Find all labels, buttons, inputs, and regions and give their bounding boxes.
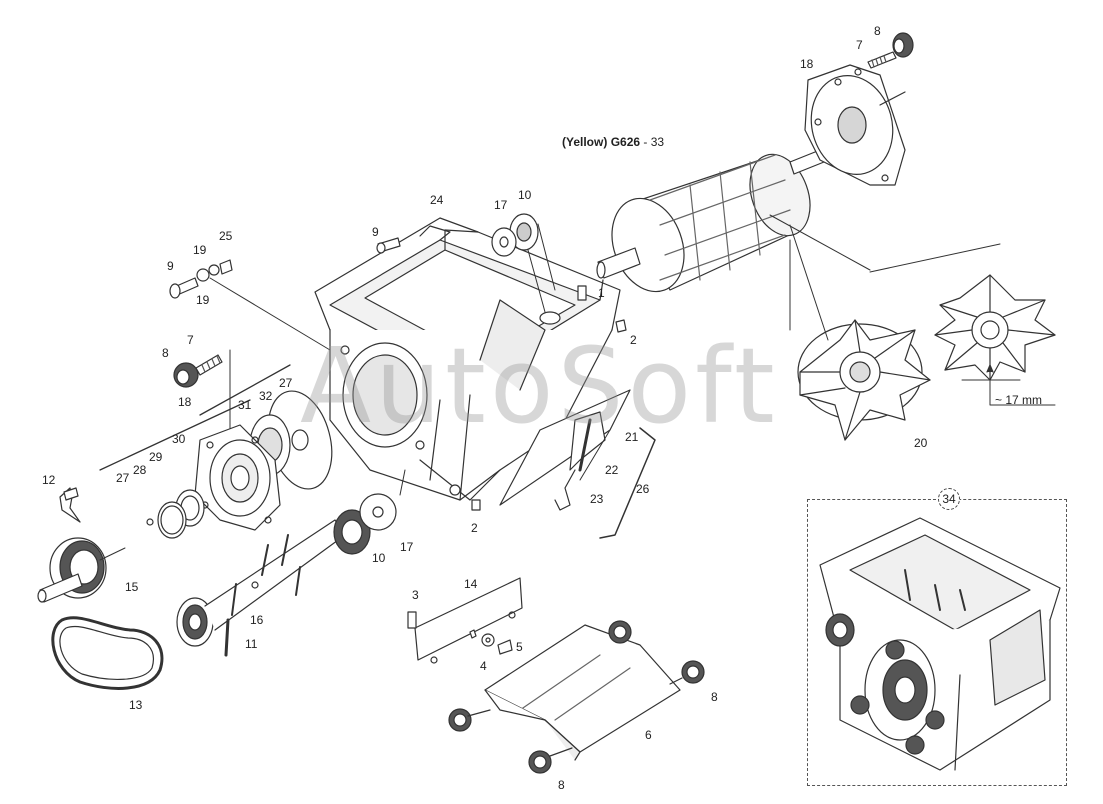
callout-16: 16 xyxy=(250,613,264,627)
callout-19: 19 xyxy=(193,243,207,257)
callout-32: 32 xyxy=(259,389,273,403)
callout-3: 3 xyxy=(412,588,419,602)
shaft-16-pin-11 xyxy=(176,519,346,657)
callout-18: 18 xyxy=(178,395,192,409)
callout-24: 24 xyxy=(430,193,444,207)
callout-19: 19 xyxy=(196,293,210,307)
screws-1-2 xyxy=(471,285,627,511)
assembly-34-drawing xyxy=(819,517,1061,771)
callout-14: 14 xyxy=(464,577,478,591)
rotor-color-note: (Yellow) G626 - 33 xyxy=(562,135,664,149)
rotor-part-no: G626 xyxy=(610,135,641,149)
callout-8: 8 xyxy=(558,778,565,792)
rotor-suffix: - 33 xyxy=(643,135,665,149)
callout-22: 22 xyxy=(605,463,619,477)
callout-1: 1 xyxy=(598,286,605,300)
callout-27: 27 xyxy=(116,471,130,485)
plate-14 xyxy=(407,577,523,664)
bearing-10-lower xyxy=(333,469,406,555)
callout-27: 27 xyxy=(279,376,293,390)
rotor-color: (Yellow) xyxy=(562,135,608,149)
callout-7: 7 xyxy=(187,333,194,347)
callout-21: 21 xyxy=(625,430,639,444)
knob-8-top xyxy=(867,32,914,69)
circlip-29-ring-28 xyxy=(146,489,205,539)
knobs-8-bottom xyxy=(448,620,705,774)
callout-20: 20 xyxy=(914,436,928,450)
knob-8-left xyxy=(173,354,223,388)
callout-25: 25 xyxy=(219,229,233,243)
callout-4: 4 xyxy=(480,659,487,673)
assembly-label: 34 xyxy=(938,488,960,510)
hopper-housing xyxy=(314,217,621,501)
callout-2: 2 xyxy=(471,521,478,535)
callout-9: 9 xyxy=(167,259,174,273)
clip-12 xyxy=(59,487,81,523)
callout-17: 17 xyxy=(494,198,508,212)
callout-17: 17 xyxy=(400,540,414,554)
callout-10: 10 xyxy=(518,188,532,202)
callout-12: 12 xyxy=(42,473,56,487)
dimension-note: ~ 17 mm xyxy=(995,393,1043,407)
callout-8: 8 xyxy=(711,690,718,704)
callout-28: 28 xyxy=(133,463,147,477)
callout-8: 8 xyxy=(162,346,169,360)
rotor-insert-20 xyxy=(797,319,931,441)
callout-7: 7 xyxy=(856,38,863,52)
scraper-26 xyxy=(499,389,656,539)
callout-26: 26 xyxy=(636,482,650,496)
assembly-34-box xyxy=(807,499,1067,786)
leader-18 xyxy=(99,364,291,471)
callout-11: 11 xyxy=(245,637,258,651)
callout-30: 30 xyxy=(172,432,186,446)
rotor-33 xyxy=(596,149,825,293)
callout-23: 23 xyxy=(590,492,604,506)
callout-13: 13 xyxy=(129,698,143,712)
callout-18: 18 xyxy=(800,57,814,71)
callout-8: 8 xyxy=(874,24,881,38)
belt-13 xyxy=(51,616,164,690)
callout-6: 6 xyxy=(645,728,652,742)
callout-5: 5 xyxy=(516,640,523,654)
insert-detail-view xyxy=(869,243,1056,406)
bolt-9-washer-19-nut-25 xyxy=(169,237,401,351)
callout-10: 10 xyxy=(372,551,386,565)
callout-2: 2 xyxy=(630,333,637,347)
callout-29: 29 xyxy=(149,450,163,464)
callout-9: 9 xyxy=(372,225,379,239)
pan-6 xyxy=(484,624,681,761)
gear-housing-30-31-32 xyxy=(194,390,333,531)
bearing-10-top xyxy=(491,213,556,313)
callout-31: 31 xyxy=(238,398,252,412)
pulley-15 xyxy=(37,537,126,603)
end-plate-18-top xyxy=(804,64,906,186)
callout-15: 15 xyxy=(125,580,139,594)
